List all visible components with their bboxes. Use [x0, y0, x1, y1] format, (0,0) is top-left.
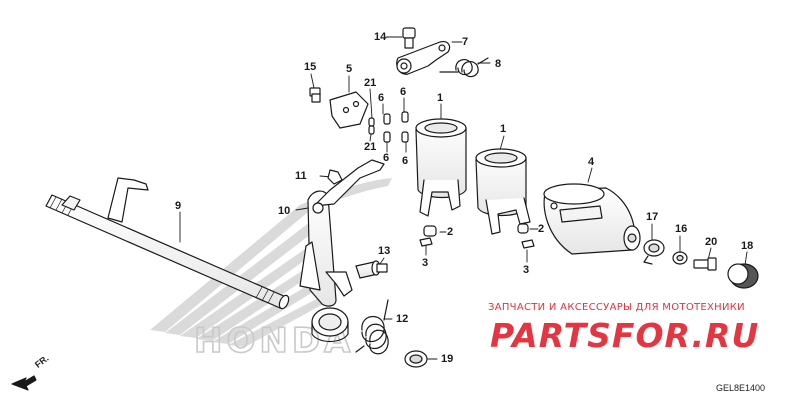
part-6-dowel-pins: [383, 111, 409, 143]
callout-21-lower: 21: [364, 141, 377, 153]
front-direction-arrow: [11, 375, 37, 391]
callout-3-right: 3: [523, 264, 530, 276]
callout-9: 9: [175, 200, 182, 212]
callout-6-c: 6: [383, 152, 390, 164]
callout-12: 12: [396, 313, 409, 325]
callout-17: 17: [646, 211, 659, 223]
part-15-bolt: [309, 87, 321, 103]
part-11-clip: [327, 169, 343, 185]
part-10-shift-arm: [299, 159, 385, 343]
part-4-shift-drum: [543, 183, 641, 255]
callout-16: 16: [675, 223, 688, 235]
part-21-pins: [368, 117, 375, 135]
part-9-shift-spindle: [45, 177, 290, 310]
part-14-bolt: [402, 27, 416, 49]
part-19-oil-seal: [404, 350, 428, 368]
part-20-bolt: [693, 257, 717, 271]
shop-tagline: ЗАПЧАСТИ И АКСЕССУАРЫ ДЛЯ МОТОТЕХНИКИ: [488, 302, 745, 313]
callout-15: 15: [304, 61, 317, 73]
callout-21-upper: 21: [364, 77, 377, 89]
part-12-spring: [355, 299, 389, 355]
callout-11: 11: [295, 170, 307, 182]
part-8-stopper-spring: [439, 57, 489, 78]
callout-13: 13: [378, 245, 391, 257]
callout-7: 7: [462, 36, 469, 48]
callout-20: 20: [705, 236, 718, 248]
part-1-shift-fork-right: [475, 148, 531, 235]
callout-6-d: 6: [402, 155, 409, 167]
part-1-shift-fork-left: [415, 118, 467, 217]
callout-1-left: 1: [437, 92, 444, 104]
callout-5: 5: [346, 63, 353, 75]
part-7-stopper-arm: [396, 41, 451, 75]
part-17-bearing: [643, 239, 665, 265]
callout-2-right: 2: [538, 223, 545, 235]
callout-10: 10: [278, 205, 291, 217]
part-16-washer: [672, 251, 688, 265]
callout-6-a: 6: [378, 92, 385, 104]
callout-19: 19: [441, 353, 454, 365]
callout-18: 18: [741, 240, 754, 252]
callout-8: 8: [495, 58, 502, 70]
callout-2-left: 2: [447, 226, 454, 238]
part-13-pin: [355, 260, 388, 279]
callout-3-left: 3: [422, 257, 429, 269]
part-5-guide-plate: [329, 91, 369, 129]
part-18-cap: [727, 263, 759, 289]
callout-14: 14: [374, 31, 387, 43]
callout-1-right: 1: [500, 123, 507, 135]
callout-6-b: 6: [400, 86, 407, 98]
diagram-code: GEL8E1400: [716, 383, 766, 393]
part-2-pins: [423, 223, 529, 237]
part-3-clips: [419, 237, 535, 249]
callout-4: 4: [588, 156, 595, 168]
shop-logo: PARTSFOR.RU: [490, 316, 760, 355]
